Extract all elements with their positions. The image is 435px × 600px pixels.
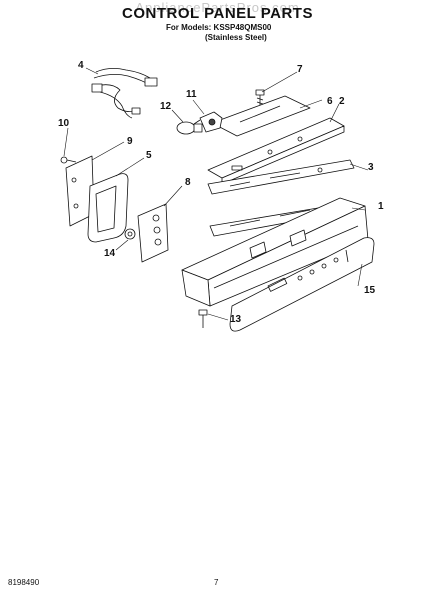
knob-part <box>124 228 136 240</box>
finish-line: (Stainless Steel) <box>205 33 267 42</box>
switch-panel-part <box>137 203 169 263</box>
page-number: 7 <box>214 578 219 587</box>
callout-5: 5 <box>146 150 152 161</box>
page-title: CONTROL PANEL PARTS <box>122 5 313 22</box>
callout-11: 11 <box>186 89 197 100</box>
callout-4: 4 <box>78 60 84 71</box>
leader-lines <box>63 67 369 321</box>
callout-15: 15 <box>364 285 376 296</box>
callout-2: 2 <box>339 96 345 107</box>
callout-13: 13 <box>230 314 242 325</box>
screw-part-10 <box>60 156 77 164</box>
wiring-harness-part <box>91 68 158 119</box>
model-info: For Models: KSSP48QMS00 (Stainless Steel… <box>166 23 271 43</box>
light-bulb-part <box>176 121 203 135</box>
control-overlay-part <box>229 237 375 332</box>
callout-9: 9 <box>127 136 133 147</box>
callout-6: 6 <box>327 96 333 107</box>
screw-part-13 <box>198 309 208 328</box>
models-line: For Models: KSSP48QMS00 <box>166 23 272 32</box>
callout-14: 14 <box>104 248 116 259</box>
control-board-part <box>207 159 355 237</box>
callout-7: 7 <box>297 64 303 75</box>
lamp-socket-part <box>193 111 223 133</box>
side-trim-part <box>87 173 129 243</box>
doc-number: 8198490 <box>8 578 40 587</box>
control-bracket-part <box>207 117 345 185</box>
callout-12: 12 <box>160 101 172 112</box>
callout-8: 8 <box>185 177 191 188</box>
cover-plate-part <box>211 95 311 137</box>
callout-10: 10 <box>58 118 70 129</box>
callout-1: 1 <box>378 201 384 212</box>
watermark-text: AppliancePartsPros.com <box>135 0 300 15</box>
control-housing-part <box>181 197 369 307</box>
callout-3: 3 <box>368 162 374 173</box>
